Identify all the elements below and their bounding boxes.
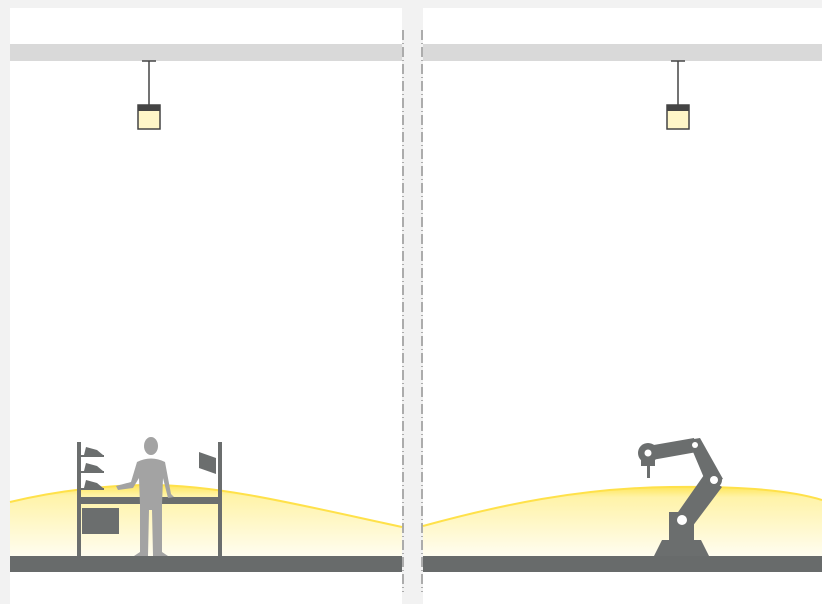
left-panel bbox=[10, 8, 402, 604]
right-floor bbox=[423, 556, 822, 572]
right-panel bbox=[423, 8, 822, 604]
left-ceiling bbox=[10, 44, 402, 61]
right-ceiling bbox=[423, 44, 822, 61]
left-floor bbox=[10, 556, 402, 572]
